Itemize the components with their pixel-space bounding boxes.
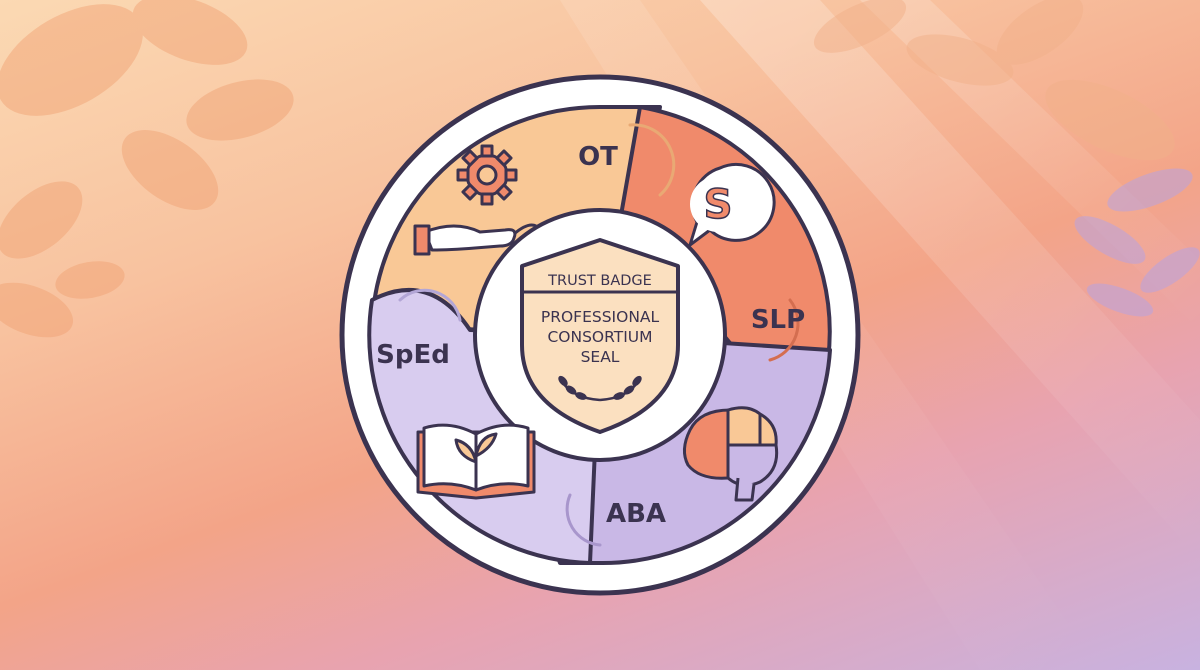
- ot-lobe-arc: [628, 123, 676, 197]
- speech-bubble-s-icon: S: [688, 162, 776, 247]
- badge-header: TRUST BADGE: [547, 273, 652, 289]
- segment-label-aba: ABA: [606, 499, 666, 529]
- leaf-silhouettes-left: [0, 0, 294, 338]
- open-book-sprout-icon: [416, 423, 536, 500]
- gear-hand-icon: [413, 144, 537, 256]
- badge-line-1: PROFESSIONAL: [541, 308, 660, 326]
- sped-lobe-arc: [398, 288, 462, 322]
- leaf-silhouettes-violet: [1074, 168, 1200, 317]
- segment-label-ot: OT: [578, 142, 618, 172]
- segment-label-sped: SpEd: [376, 340, 450, 370]
- trust-badge-shield: TRUST BADGE PROFESSIONAL CONSORTIUM SEAL: [520, 238, 680, 434]
- svg-text:S: S: [704, 182, 733, 228]
- aba-lobe-arc: [565, 493, 602, 547]
- leaf-silhouettes-right: [813, 0, 1175, 161]
- badge-line-3: SEAL: [581, 348, 620, 366]
- badge-line-2: CONSORTIUM: [547, 328, 652, 346]
- segment-label-slp: SLP: [751, 305, 805, 335]
- slp-lobe-arc: [768, 298, 800, 362]
- laurel-icon: [558, 375, 642, 402]
- puzzle-brain-icon: [683, 406, 779, 502]
